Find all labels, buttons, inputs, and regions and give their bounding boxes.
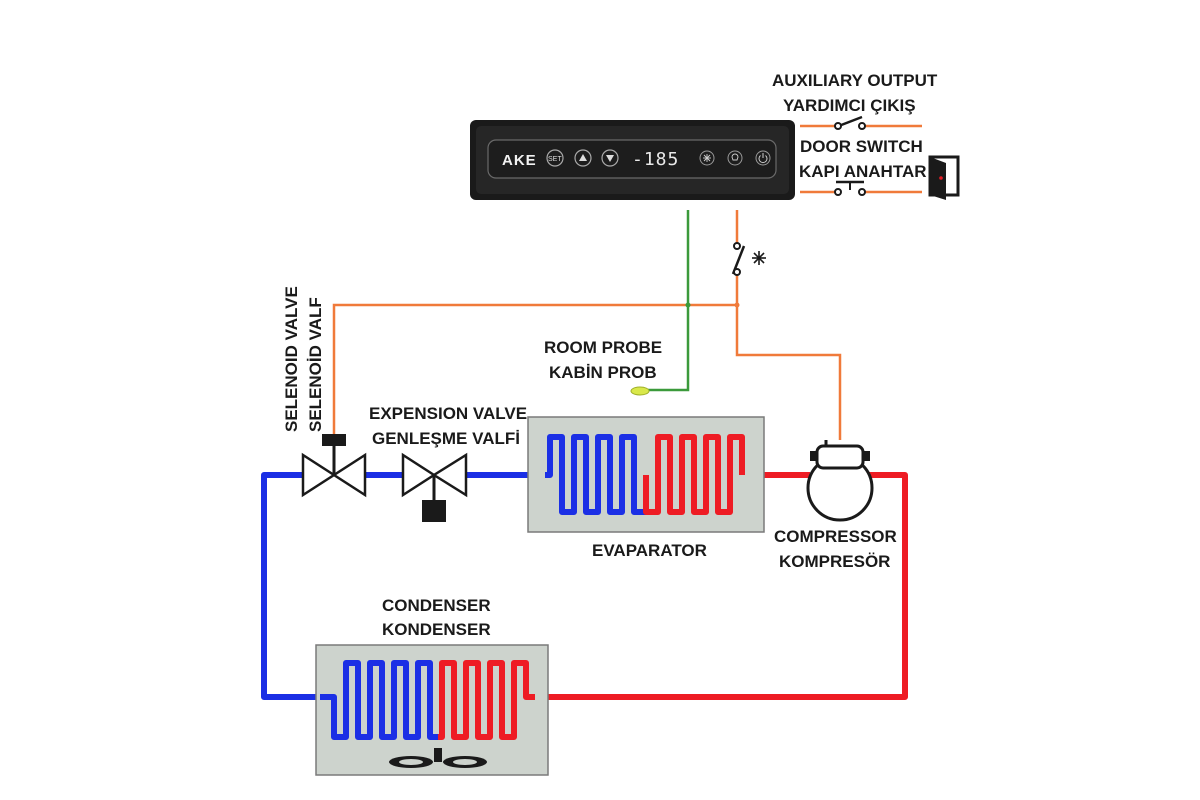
condenser-label-tr: KONDENSER [382,620,491,639]
snowflake-icon [752,251,766,265]
door-switch-wiring [800,180,922,196]
power-button[interactable] [755,150,771,166]
compressor-relay-switch [731,242,746,276]
evaporator-coil [545,434,745,515]
expansion-valve [401,452,468,522]
power-icon [758,153,768,164]
auxiliary-output-label: AUXILIARY OUTPUT [772,71,938,90]
down-button[interactable] [601,149,619,167]
light-button[interactable] [727,150,743,166]
room-probe-sensor [630,386,650,396]
set-button-label: SET [548,156,562,163]
auxiliary-output-label-tr: YARDIMCI ÇIKIŞ [783,96,916,115]
expansion-valve-label-tr: GENLEŞME VALFİ [372,429,520,448]
evaporator [527,416,765,533]
condenser-coil [320,660,535,740]
expansion-valve-label: EXPENSION VALVE [369,404,527,423]
light-bulb-icon [731,153,739,161]
room-probe-label: ROOM PROBE [544,338,662,357]
condenser-label: CONDENSER [382,596,491,615]
compressor-label-tr: KOMPRESÖR [779,552,890,571]
room-probe-label-tr: KABİN PROB [549,363,657,382]
solenoid-valve-label: SELENOID VALVE [282,286,301,432]
condenser [315,644,549,776]
set-button[interactable] [546,149,564,167]
compressor-label: COMPRESSOR [774,527,897,546]
fan-icon [389,748,487,768]
up-button[interactable] [574,149,592,167]
snowflake-icon [703,154,711,162]
defrost-button[interactable] [699,150,715,166]
auxiliary-output-wiring [800,115,922,130]
probe-wiring [648,210,691,392]
temperature-controller: AKE SET -185 [470,120,795,200]
door-switch-label-tr: KAPI ANAHTAR [799,162,927,181]
up-arrow-icon [579,154,587,161]
down-arrow-icon [606,155,614,162]
controller-display: -185 [632,149,679,170]
door-icon [928,155,960,200]
evaporator-label: EVAPARATOR [592,541,707,560]
controller-brand: AKE [502,152,537,169]
solenoid-valve [301,434,367,498]
power-wiring [332,210,842,440]
door-switch-label: DOOR SWITCH [800,137,923,156]
compressor [806,440,874,522]
solenoid-valve-label-tr: SELENOİD VALF [306,297,325,432]
